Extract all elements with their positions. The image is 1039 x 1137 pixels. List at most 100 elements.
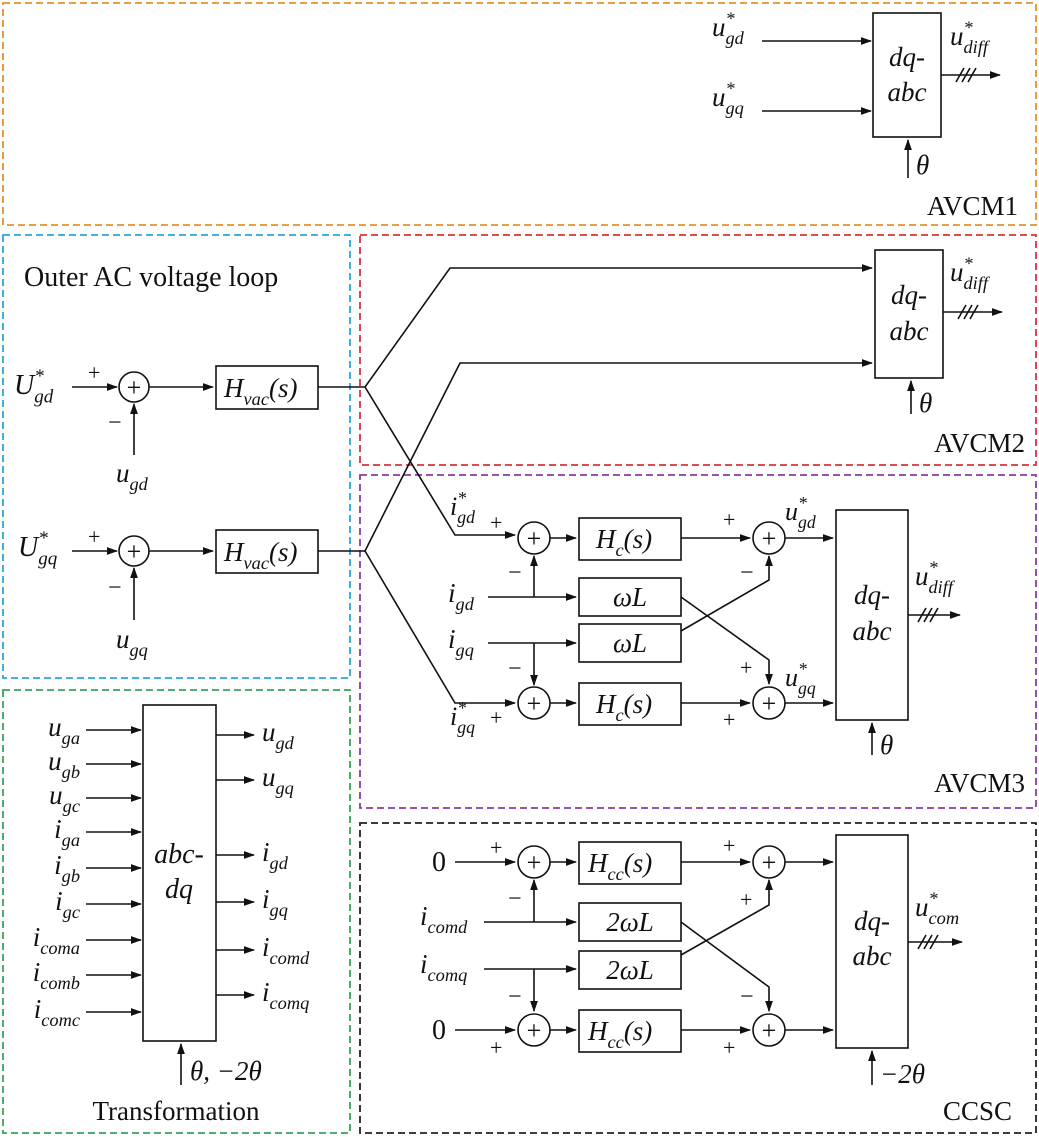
ccsc-q-cross-coupling: [680, 878, 773, 956]
outer-d-plus: +: [88, 360, 100, 385]
transform-input-label: icomb: [33, 957, 80, 993]
outer-d-sum-symbol: +: [127, 373, 142, 402]
avcm3-q-minus: −: [508, 656, 522, 682]
ccsc-d-input-sum-symbol: +: [527, 848, 542, 877]
transformation-frame: [2, 689, 351, 1134]
transform-output-label: igd: [262, 837, 289, 873]
ccsc-q-2wl-block: [578, 950, 682, 990]
transform-output-label: ugd: [262, 717, 295, 753]
outer-ref-d-label: U*gd: [14, 366, 54, 407]
avcm2-section: dq- abc u*diff θ: [874, 249, 1004, 418]
avcm3-d-hc-label: Hc(s): [595, 524, 652, 560]
abc-dq-block: [142, 704, 217, 1042]
ccsc-q-input-sum-symbol: +: [527, 1016, 542, 1045]
avcm3-out-q-label: u*gq: [785, 659, 816, 698]
avcm3-q-out-plus-top: +: [740, 655, 752, 680]
avcm3-ref-d-plus: +: [490, 510, 502, 535]
ccsc-d-cross-coupling: [680, 921, 773, 1013]
avcm1-frame: [2, 2, 1037, 226]
ccsc-q-out-plus: +: [723, 1035, 735, 1060]
ccsc-q-out-minus: −: [740, 984, 754, 1010]
avcm3-three-phase-mark: [917, 607, 939, 623]
avcm3-d-out-plus: +: [723, 507, 735, 532]
transform-output-label: igq: [262, 884, 288, 920]
avcm1-block-line2: abc: [888, 77, 927, 107]
avcm2-output-label: u*diff: [950, 254, 991, 293]
ccsc-dq-abc-block: [835, 834, 909, 1049]
ccsc-q-2wl-label: 2ωL: [606, 955, 654, 985]
avcm2-three-phase-mark: [957, 304, 979, 320]
ccsc-q-hcc-block: [578, 1009, 682, 1053]
outer-q-hvac-block: [215, 529, 319, 574]
avcm2-title: AVCM2: [934, 428, 1025, 458]
avcm3-d-cross-coupling: [680, 596, 773, 686]
transform-input-label: ugb: [48, 746, 80, 782]
ccsc-q-minus: −: [508, 984, 522, 1010]
avcm3-ref-d-label: i*gd: [450, 488, 475, 527]
transformation-section: abc- dq ugaugbugcigaigbigcicomaicombicom…: [33, 704, 310, 1086]
avcm1-section: dq- abc u*gd u*gq u*diff θ: [712, 9, 1002, 180]
avcm1-title: AVCM1: [927, 191, 1018, 221]
avcm3-meas-d-label: igd: [448, 578, 475, 614]
avcm2-block-line2: abc: [890, 316, 929, 346]
avcm3-out-d-label: u*gd: [785, 493, 816, 532]
abc-dq-block-line1: abc-: [154, 839, 204, 870]
avcm3-q-wl-label: ωL: [613, 628, 647, 658]
outer-q-plus: +: [88, 524, 100, 549]
avcm3-output-label: u*diff: [915, 558, 956, 597]
transform-input-label: igb: [54, 850, 80, 886]
ccsc-meas-d-label: icomd: [420, 901, 468, 937]
ccsc-ref-d-plus: +: [490, 835, 502, 860]
ccsc-q-hcc-label: Hcc(s): [587, 1016, 652, 1052]
ccsc-d-2wl-label: 2ωL: [606, 907, 654, 937]
transform-output-label: icomd: [262, 932, 310, 968]
outer-d-minus: −: [108, 410, 122, 436]
avcm3-d-output-sum-symbol: +: [762, 524, 777, 553]
abc-dq-block-line2: dq: [165, 874, 193, 905]
avcm3-angle-label: θ: [880, 730, 893, 760]
avcm1-input-d-label: u*gd: [712, 9, 745, 48]
ccsc-d-hcc-block: [578, 841, 682, 885]
avcm2-angle-label: θ: [919, 388, 932, 418]
outer-q-hvac-label: Hvac(s): [223, 537, 297, 573]
ccsc-block-line2: abc: [853, 941, 892, 971]
avcm1-output-label: u*diff: [950, 18, 991, 57]
transform-input-label: igc: [55, 886, 80, 922]
transform-input-label: ugc: [49, 780, 80, 816]
avcm2-block-line1: dq-: [891, 280, 927, 310]
avcm3-block-line1: dq-: [854, 580, 890, 610]
transformation-angle-label: θ, −2θ: [190, 1056, 262, 1086]
ccsc-section: 0 + + − Hcc(s) + + + icomd 2ωL icomq 2ωL…: [420, 833, 964, 1089]
transform-output-label: ugq: [262, 762, 294, 798]
outer-loop-frame: [2, 234, 351, 679]
ccsc-q-output-sum-symbol: +: [762, 1016, 777, 1045]
avcm3-section: i*gd + + − Hc(s) + + − u*gd igd ωL igq ω…: [448, 488, 962, 760]
ccsc-three-phase-mark: [917, 934, 939, 950]
outer-q-minus: −: [108, 575, 122, 601]
avcm3-dq-abc-block: [835, 509, 909, 721]
avcm1-angle-label: θ: [916, 150, 929, 180]
avcm3-d-wl-block: [578, 577, 682, 617]
ccsc-angle-label: −2θ: [880, 1059, 925, 1089]
avcm3-block-line2: abc: [853, 616, 892, 646]
transform-input-label: uga: [48, 712, 80, 748]
ccsc-block-line1: dq-: [854, 906, 890, 936]
ccsc-output-label: u*com: [915, 889, 959, 928]
avcm3-q-wl-block: [578, 623, 682, 663]
avcm1-three-phase-mark: [955, 67, 977, 83]
ccsc-frame: [359, 822, 1037, 1134]
avcm3-title: AVCM3: [934, 768, 1025, 798]
avcm3-q-hc-label: Hc(s): [595, 689, 652, 725]
avcm3-d-minus: −: [508, 560, 522, 586]
outer-meas-d-label: ugd: [116, 458, 149, 494]
transform-input-label: icoma: [33, 922, 80, 958]
outer-meas-q-label: ugq: [116, 624, 148, 660]
reference-routing-wires: [318, 264, 874, 707]
avcm3-meas-q-label: igq: [448, 624, 474, 660]
ccsc-d-out-plus-bottom: +: [740, 887, 752, 912]
avcm1-dq-abc-block: [872, 12, 942, 138]
outer-loop-title: Outer AC voltage loop: [24, 262, 278, 293]
